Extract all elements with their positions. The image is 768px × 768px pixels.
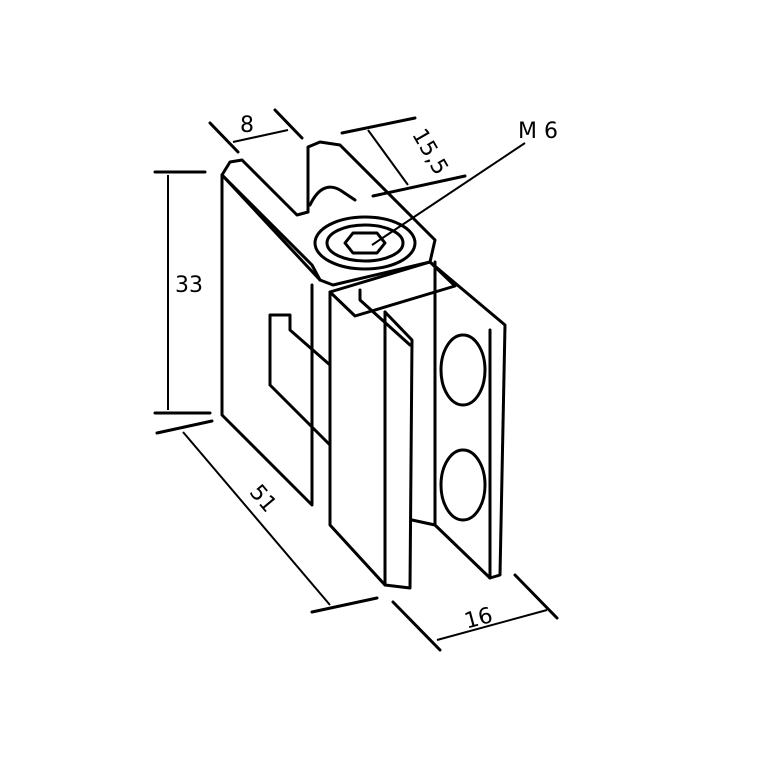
dimension-33: 33 — [153, 170, 212, 415]
dimension-m6: M 6 — [371, 119, 558, 246]
dimension-16: 16 — [391, 573, 559, 652]
dimension-8: 8 — [208, 108, 304, 154]
dim-label-m6: M 6 — [518, 119, 558, 144]
dim-label-51: 51 — [244, 480, 281, 518]
dim-label-16: 16 — [462, 603, 496, 634]
screw-head — [313, 215, 417, 271]
dim-label-8: 8 — [240, 113, 254, 138]
dimension-15-5: 15,5 — [340, 116, 467, 198]
dim-label-15-5: 15,5 — [406, 125, 452, 180]
dim-label-33: 33 — [175, 273, 203, 298]
dimension-51: 51 — [155, 419, 379, 614]
bracket-body — [220, 140, 507, 590]
